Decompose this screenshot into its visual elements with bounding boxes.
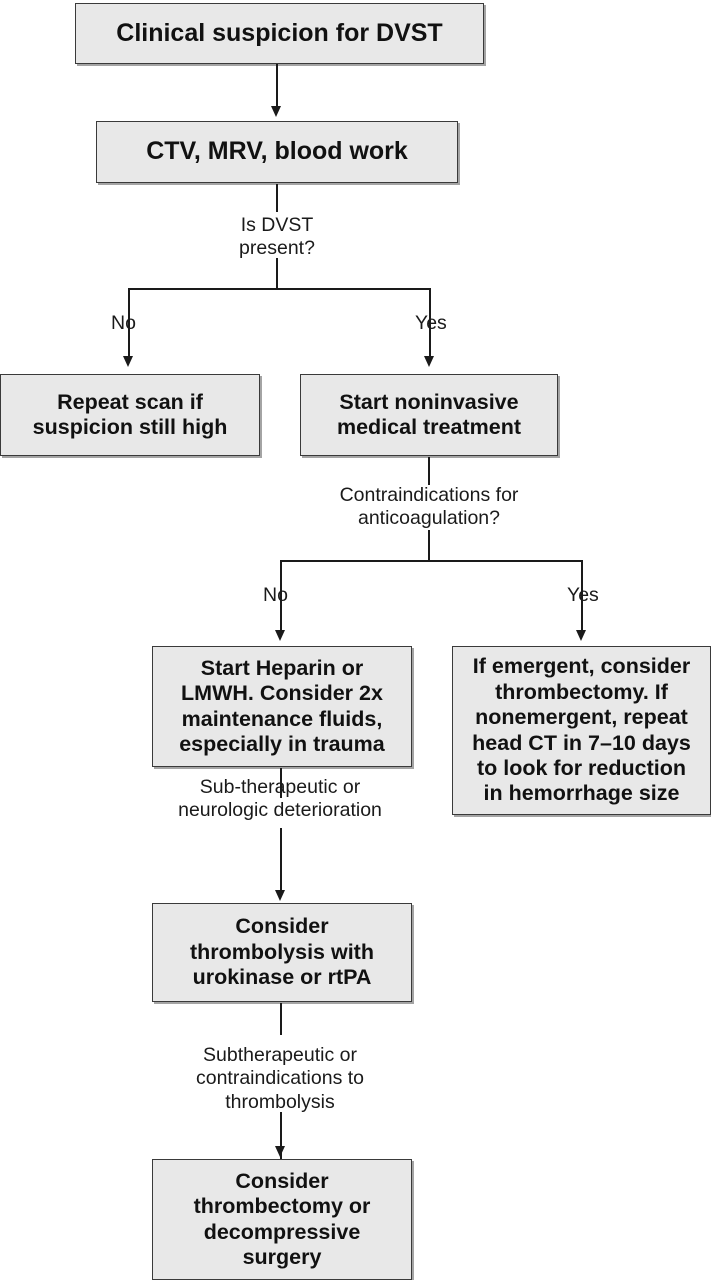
connector-decision2-stem (428, 530, 430, 562)
connector-decision2-no (280, 560, 282, 632)
node-repeat-scan: Repeat scan if suspicion still high (0, 374, 260, 456)
arrowhead-to-thrombolysis (275, 890, 285, 901)
connector-decision2-yes (581, 560, 583, 632)
arrowhead-decision1-yes (424, 356, 434, 367)
decision-label-dvst-present: Is DVST present? (239, 214, 315, 260)
arrowhead-suspicion-to-imaging (271, 106, 281, 117)
connector-suspicion-to-imaging (276, 64, 278, 108)
connector-thrombolysis-lower (280, 1112, 282, 1160)
node-start-medical-treatment: Start noninvasive medical treatment (300, 374, 558, 456)
connector-heparin-upper (280, 768, 282, 798)
node-consider-thrombolysis: Consider thrombolysis with urokinase or … (152, 903, 412, 1002)
node-emergent-thrombectomy: If emergent, consider thrombectomy. If n… (452, 646, 711, 815)
connector-thrombolysis-upper (280, 1003, 282, 1035)
connector-decision1-yes (429, 288, 431, 358)
edge-label-subtherapeutic-neuro: Sub-therapeutic or neurologic deteriorat… (178, 776, 382, 822)
connector-imaging-to-decision1 (276, 184, 278, 212)
connector-decision1-bar (128, 288, 431, 290)
node-clinical-suspicion: Clinical suspicion for DVST (75, 3, 484, 64)
arrowhead-decision2-no (275, 630, 285, 641)
connector-heparin-lower (280, 828, 282, 892)
node-start-heparin: Start Heparin or LMWH. Consider 2x maint… (152, 646, 412, 767)
arrowhead-to-surgery (275, 1146, 285, 1157)
edge-label-subtherapeutic-contraindications: Subtherapeutic or contraindications to t… (195, 1044, 365, 1113)
connector-decision2-bar (280, 560, 583, 562)
connector-decision1-no (128, 288, 130, 358)
node-consider-surgery: Consider thrombectomy or decompressive s… (152, 1159, 412, 1280)
branch-label-yes-dvst: Yes (415, 312, 447, 334)
branch-label-no-contraindications: No (263, 584, 288, 606)
connector-medical-to-decision2 (428, 457, 430, 485)
decision-label-contraindications: Contraindications for anticoagulation? (339, 484, 519, 530)
arrowhead-decision1-no (123, 356, 133, 367)
branch-label-no-dvst: No (111, 312, 136, 334)
node-imaging-workup: CTV, MRV, blood work (96, 121, 458, 183)
arrowhead-decision2-yes (576, 630, 586, 641)
branch-label-yes-contraindications: Yes (567, 584, 599, 606)
connector-decision1-stem (276, 258, 278, 290)
